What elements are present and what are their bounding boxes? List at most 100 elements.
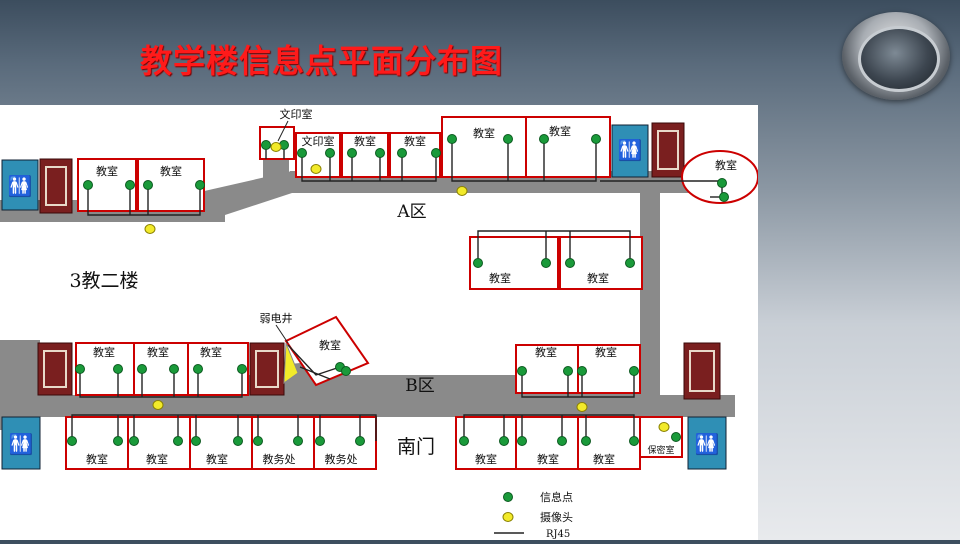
room-label: 文印室 — [302, 134, 335, 148]
zone-b-label: B区 — [405, 376, 435, 396]
info-point-dot — [503, 134, 513, 144]
toilet-glyph: 🚻 — [9, 432, 34, 456]
info-point-dot — [233, 436, 243, 446]
info-point-dot — [193, 364, 203, 374]
camera-dot — [658, 422, 670, 432]
info-point-dot — [539, 134, 549, 144]
legend-info-point-icon — [503, 492, 513, 502]
room-label: 教室 — [595, 345, 617, 359]
toilet-glyph: 🚻 — [8, 174, 33, 198]
stairs-steps — [43, 130, 715, 392]
room-label: 保密室 — [647, 444, 674, 456]
info-point-dot — [173, 436, 183, 446]
toilet-icon — [1, 159, 39, 211]
room-label: 教室 — [535, 345, 557, 359]
room-label: 教室 — [473, 126, 495, 140]
info-point-dot — [143, 180, 153, 190]
room-label: 教室 — [354, 134, 376, 148]
legend-rj45-label: RJ45 — [546, 529, 570, 540]
info-point-dot — [397, 148, 407, 158]
legend-camera-icon — [502, 512, 514, 522]
info-point-dot — [565, 258, 575, 268]
room-label: 教室 — [160, 164, 182, 178]
room-label: 教室 — [146, 452, 168, 466]
info-point-dot — [473, 258, 483, 268]
info-point-dot — [375, 148, 385, 158]
info-point-dot — [125, 180, 135, 190]
room-label: 教室 — [93, 345, 115, 359]
info-point-dot — [581, 436, 591, 446]
cameras — [144, 142, 670, 432]
info-point-dot — [297, 148, 307, 158]
room-label: 教室 — [537, 452, 559, 466]
info-point-dot — [557, 436, 567, 446]
camera-dot — [576, 402, 588, 412]
info-point-dot — [129, 436, 139, 446]
callout-line — [277, 120, 289, 142]
room-label: 教室 — [475, 452, 497, 466]
toilet-icon — [611, 124, 649, 178]
info-point-dot — [671, 432, 681, 442]
info-point-dot — [517, 366, 527, 376]
floor-plan: 🚻 🚻 🚻 🚻 — [0, 107, 759, 540]
info-point-dot — [195, 180, 205, 190]
camera-dot — [310, 164, 322, 174]
info-point-dot — [137, 364, 147, 374]
building-label: 3教二楼 — [69, 270, 138, 292]
info-point-dot — [563, 366, 573, 376]
info-point-dot — [355, 436, 365, 446]
info-point-dot — [541, 258, 551, 268]
camera-dot — [456, 186, 468, 196]
info-point-dot — [629, 366, 639, 376]
room-label: 教室 — [715, 158, 737, 172]
info-point-dot — [253, 436, 263, 446]
info-point-dot — [431, 148, 441, 158]
info-point-dot — [75, 364, 85, 374]
room-label: 教室 — [200, 345, 222, 359]
info-point-dot — [591, 134, 601, 144]
room-label: 教室 — [489, 271, 511, 285]
info-point-dot — [717, 178, 727, 188]
legend-info-point-label: 信息点 — [540, 490, 573, 504]
info-point-dot — [499, 436, 509, 446]
info-point-dot — [293, 436, 303, 446]
info-point-dot — [261, 140, 271, 150]
info-point-dot — [325, 148, 335, 158]
room-box — [515, 416, 579, 470]
toilet-glyph: 🚻 — [618, 138, 643, 162]
logo-badge — [842, 12, 950, 100]
room-label: 教室 — [404, 134, 426, 148]
logo-inner — [858, 26, 940, 92]
corridor-right-vertical — [640, 171, 660, 411]
info-point-dot — [447, 134, 457, 144]
room-label: 教室 — [86, 452, 108, 466]
camera-dot — [270, 142, 282, 152]
page-title: 教学楼信息点平面分布图 — [140, 42, 504, 80]
info-point-dot — [347, 148, 357, 158]
room-labels: 教室 教室 文印室 教室 教室 教室 教室 教室 教室 教室 教室 教室 教室 … — [86, 124, 737, 466]
room-label: 教室 — [587, 271, 609, 285]
room-label: 教室 — [206, 452, 228, 466]
info-point-dot — [169, 364, 179, 374]
room-label: 教务处 — [325, 453, 358, 466]
info-point-dot — [191, 436, 201, 446]
toilets: 🚻 🚻 🚻 🚻 — [1, 124, 727, 470]
room-label: 教室 — [593, 452, 615, 466]
room-label: 教室 — [319, 338, 341, 352]
room-label: 教室 — [147, 345, 169, 359]
callout-line — [275, 324, 289, 344]
south-gate-label: 南门 — [397, 436, 435, 458]
camera-dot — [144, 224, 156, 234]
info-point-dot — [459, 436, 469, 446]
info-point-dot — [625, 258, 635, 268]
zone-a-label: A区 — [396, 202, 426, 222]
info-point-dot — [719, 192, 729, 202]
room-box — [441, 116, 527, 178]
info-point-dot — [113, 436, 123, 446]
info-points — [67, 134, 729, 446]
corridor-south — [0, 395, 735, 417]
info-point-dot — [315, 436, 325, 446]
info-point-dot — [629, 436, 639, 446]
toilet-icon — [687, 416, 727, 470]
room-label: 教务处 — [263, 453, 296, 466]
